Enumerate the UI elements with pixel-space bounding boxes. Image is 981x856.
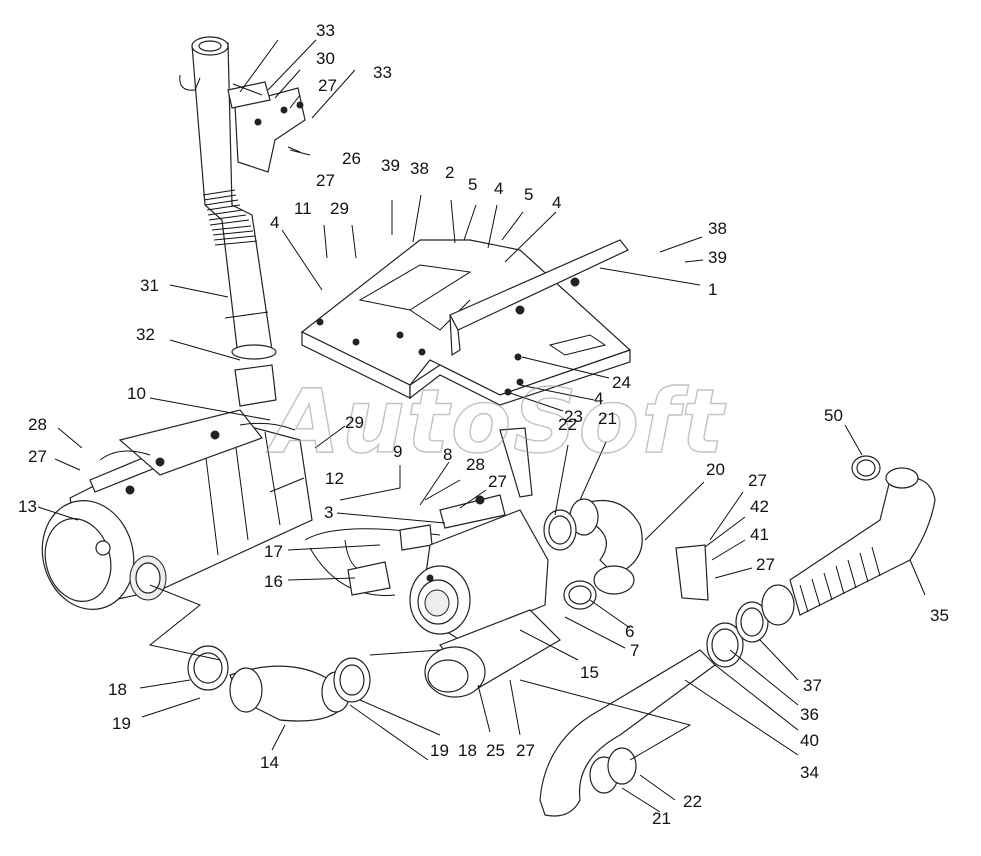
- callout-29: 29: [330, 199, 349, 218]
- callout-4: 4: [494, 179, 503, 198]
- callout-11: 11: [294, 199, 312, 218]
- callout-labels: 33 30 27 33 26 27 39 38 2 5 4 5 4 38 39 …: [18, 21, 949, 828]
- callout-4: 4: [594, 389, 603, 408]
- hanger-bracket: [499, 353, 533, 498]
- dpf-canister-12: [41, 409, 313, 610]
- callout-21: 21: [652, 809, 671, 828]
- callout-19: 19: [112, 714, 131, 733]
- callout-22: 22: [683, 792, 702, 811]
- callout-39: 39: [708, 248, 727, 267]
- elbow-20: [569, 498, 643, 595]
- callout-12: 12: [325, 469, 344, 488]
- callout-5: 5: [468, 175, 477, 194]
- sensor-harness: [304, 524, 441, 596]
- callout-42: 42: [750, 497, 769, 516]
- callout-2: 2: [445, 163, 454, 182]
- callout-38: 38: [708, 219, 727, 238]
- callout-27: 27: [28, 447, 47, 466]
- callout-27: 27: [516, 741, 535, 760]
- callout-6: 6: [625, 622, 634, 641]
- callout-28: 28: [28, 415, 47, 434]
- callout-22: 22: [558, 415, 577, 434]
- callout-34: 34: [800, 763, 819, 782]
- callout-29: 29: [345, 413, 364, 432]
- callout-40: 40: [800, 731, 819, 750]
- callout-25: 25: [486, 741, 505, 760]
- callout-4: 4: [552, 193, 561, 212]
- callout-3: 3: [324, 503, 333, 522]
- callout-5: 5: [524, 185, 533, 204]
- callout-13: 13: [18, 497, 37, 516]
- callout-9: 9: [393, 442, 402, 461]
- callout-50: 50: [824, 406, 843, 425]
- pipe-15: [424, 609, 561, 698]
- callout-23: 23: [564, 407, 583, 426]
- callout-16: 16: [264, 572, 283, 591]
- callout-35: 35: [930, 606, 949, 625]
- callout-27: 27: [318, 76, 337, 95]
- callout-32: 32: [136, 325, 155, 344]
- bracket-bar-1: [449, 239, 629, 357]
- leader-lines: [37, 39, 926, 813]
- callout-27: 27: [488, 472, 507, 491]
- callout-18: 18: [458, 741, 477, 760]
- clamp-set-36-37-40: [675, 544, 795, 668]
- callout-17: 17: [264, 542, 283, 561]
- callout-31: 31: [140, 276, 159, 295]
- callout-10: 10: [127, 384, 146, 403]
- pipe-34: [539, 649, 716, 817]
- watermark-text: AutoSoft: [266, 370, 726, 473]
- clamp-set-21-22-top: [543, 509, 597, 610]
- callout-27: 27: [756, 555, 775, 574]
- bracket-30: [179, 74, 306, 173]
- callout-38: 38: [410, 159, 429, 178]
- clamp-32: [231, 344, 277, 407]
- callout-18: 18: [108, 680, 127, 699]
- callout-36: 36: [800, 705, 819, 724]
- flex-pipe-35: [789, 455, 936, 616]
- callout-26: 26: [342, 149, 361, 168]
- callout-27: 27: [748, 471, 767, 490]
- callout-37: 37: [803, 676, 822, 695]
- callout-15: 15: [580, 663, 599, 682]
- callout-39: 39: [381, 156, 400, 175]
- callout-27: 27: [316, 171, 335, 190]
- callout-1: 1: [708, 280, 717, 299]
- callout-21: 21: [598, 409, 617, 428]
- pipe-14: [187, 645, 371, 722]
- callout-28: 28: [466, 455, 485, 474]
- callout-14: 14: [260, 753, 279, 772]
- scr-canister: [409, 494, 549, 641]
- callout-7: 7: [630, 641, 639, 660]
- callout-30: 30: [316, 49, 335, 68]
- callout-33: 33: [316, 21, 335, 40]
- callout-20: 20: [706, 460, 725, 479]
- callout-4: 4: [270, 213, 279, 232]
- callout-19: 19: [430, 741, 449, 760]
- callout-33: 33: [373, 63, 392, 82]
- callout-8: 8: [443, 445, 452, 464]
- callout-24: 24: [612, 373, 631, 392]
- callout-41: 41: [750, 525, 769, 544]
